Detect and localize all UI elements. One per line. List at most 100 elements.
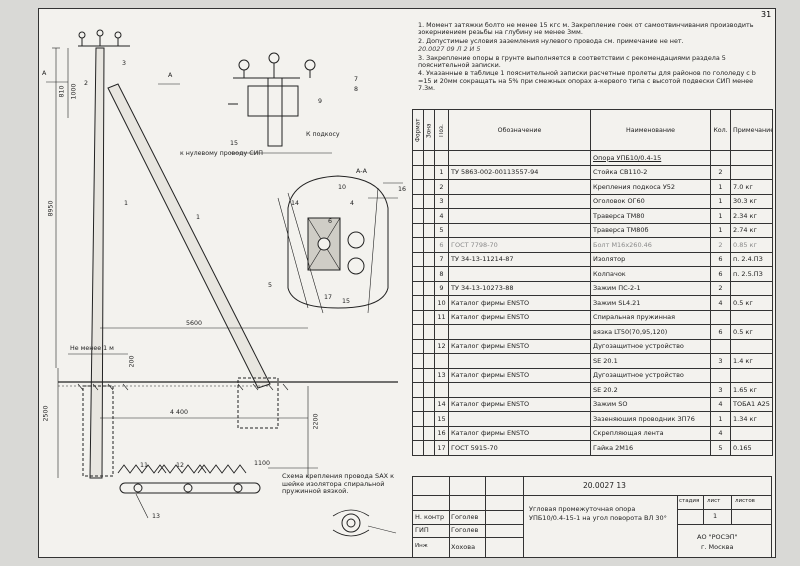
org-city: г. Москва — [701, 543, 734, 551]
callout-10: 10 — [338, 184, 347, 191]
callout-16: 16 — [398, 186, 407, 193]
general-notes: 1. Момент затяжки болто не менее 15 кгс … — [418, 21, 770, 94]
cell-name: Траверса ТМ80б — [590, 222, 711, 238]
section-aa: А-А — [356, 168, 367, 175]
cell-des: Каталог фирмы ENSTO — [448, 396, 591, 412]
cell-name: Болт М16х260.46 — [590, 237, 711, 253]
scheme-caption: Схема крепления провода SAX к шейке изол… — [282, 472, 395, 496]
cell-qty — [710, 367, 731, 383]
cell-qty: 1 — [710, 179, 731, 195]
cell-empty — [423, 353, 435, 369]
cell-empty — [412, 353, 424, 369]
cell-empty — [423, 251, 435, 267]
cell-des: Каталог фирмы ENSTO — [448, 295, 591, 311]
cell-des — [448, 193, 591, 209]
cell-pos: 7 — [434, 251, 449, 267]
cell-name: Оголовок ОГ60 — [590, 193, 711, 209]
cell-empty — [412, 237, 424, 253]
table-title-row: Опора УПБ10/0.4-15 — [412, 150, 773, 166]
cell-qty: 6 — [710, 251, 731, 267]
header-format: Формат — [412, 109, 424, 151]
note-1: 1. Момент затяжки болто не менее 15 кгс … — [418, 21, 754, 37]
cell-des: ТУ 34-13-11214-87 — [448, 251, 591, 267]
cell-empty — [412, 425, 424, 441]
cell-note: 1.65 кг — [730, 382, 773, 398]
cell-name: Зазеняюшия проводник ЗП76 — [590, 411, 711, 427]
cell-empty — [423, 367, 435, 383]
cell-des: Каталог фирмы ENSTO — [448, 338, 591, 354]
cell-empty — [412, 251, 424, 267]
cell-des: Каталог фирмы ENSTO — [448, 425, 591, 441]
cell-des — [448, 266, 591, 282]
cell-des: ТУ 34-13-10273-88 — [448, 280, 591, 296]
cell-qty: 6 — [710, 266, 731, 282]
cell-name: Дугозащитное устройство — [590, 367, 711, 383]
cell-pos: 15 — [434, 411, 449, 427]
specification-table: Формат Зона Поз. Обозначение Наименовани… — [412, 109, 773, 456]
cell-empty — [423, 396, 435, 412]
cell-empty — [423, 280, 435, 296]
cell-empty — [412, 324, 424, 340]
callout-7: 7 — [354, 76, 359, 83]
cell-des: Каталог фирмы ENSTO — [448, 309, 591, 325]
cell-name: Гайка 2М16 — [590, 440, 711, 456]
dim-1000: 1000 — [70, 83, 78, 100]
cell-name: вязка LT50(70,95,120) — [590, 324, 711, 340]
cell-empty — [412, 295, 424, 311]
cell-pos: 6 — [434, 237, 449, 253]
cell-note — [730, 338, 773, 354]
cell-note — [730, 367, 773, 383]
cell-pos: 14 — [434, 396, 449, 412]
callout-5: 5 — [268, 282, 273, 289]
dim-8950: 8950 — [47, 200, 55, 217]
cell-des: Каталог фирмы ENSTO — [448, 367, 591, 383]
cell-pos: 10 — [434, 295, 449, 311]
to-strut-label: К подкосу — [306, 131, 340, 138]
cell-empty — [412, 411, 424, 427]
callout-4: 4 — [350, 200, 355, 207]
cell-empty — [412, 280, 424, 296]
cell-des — [448, 222, 591, 238]
header-zone: Зона — [423, 109, 435, 151]
cell-pos: 13 — [434, 367, 449, 383]
sheet-title: Угловая промежуточная опора УПБ10/0.4-15… — [529, 505, 667, 522]
dim-200: 200 — [128, 355, 136, 368]
cell-qty — [710, 309, 731, 325]
cell-note — [730, 164, 773, 180]
cell-name: Стойка СВ110-2 — [590, 164, 711, 180]
cell-empty — [423, 266, 435, 282]
cell-des: ГОСТ 7798-70 — [448, 237, 591, 253]
cell-qty: 3 — [710, 353, 731, 369]
handwritten-note: 20.0027 09 Л 2 И 5 — [418, 45, 481, 54]
cell-empty — [412, 309, 424, 325]
role-1: Н. контр — [415, 513, 445, 521]
cell-name: Скрепляющая лента — [590, 425, 711, 441]
dim-15: 15 — [230, 140, 239, 147]
title-block: 20.0027 13 Н. контр Гоголев ГИП Гоголев … — [412, 476, 772, 558]
cell-empty — [423, 440, 435, 456]
callout-3: 3 — [122, 60, 127, 67]
callout-15: 15 — [342, 298, 351, 305]
callout-2: 2 — [84, 80, 89, 87]
cell-name: Траверса ТМ80 — [590, 208, 711, 224]
dim-2200: 2200 — [312, 413, 320, 430]
callout-17: 17 — [324, 294, 333, 301]
cell-empty — [412, 193, 424, 209]
header-qty: Кол. — [710, 109, 731, 151]
callout-11: 11 — [140, 462, 149, 469]
cell-note: 2.34 кг — [730, 208, 773, 224]
cell-empty — [412, 164, 424, 180]
cell-empty — [423, 295, 435, 311]
cell-qty: 4 — [710, 425, 731, 441]
stage-label: стадия — [679, 498, 700, 504]
header-note: Примечание — [730, 109, 773, 151]
cell-pos: 16 — [434, 425, 449, 441]
